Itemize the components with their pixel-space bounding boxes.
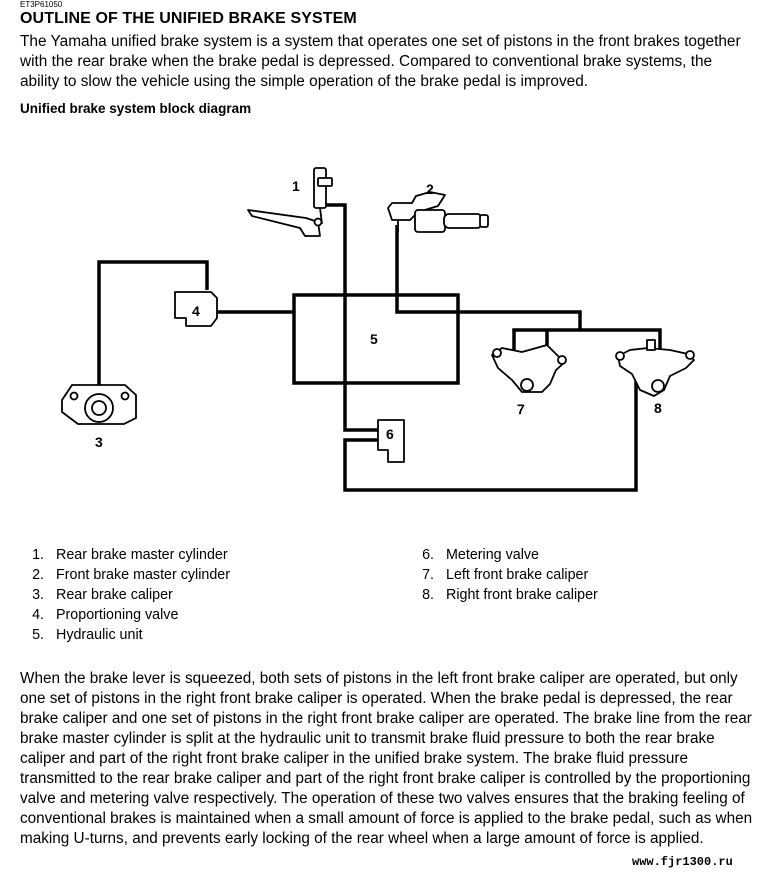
- legend-item: 8.Right front brake caliper: [422, 587, 598, 603]
- callout-8: 8: [654, 400, 662, 416]
- line-proportioning-to-rear-caliper: [97, 260, 209, 390]
- diagram-title: Unified brake system block diagram: [20, 101, 252, 116]
- callout-6: 6: [386, 426, 394, 442]
- right-front-brake-caliper-icon: [615, 339, 695, 397]
- line-front-master: [395, 225, 582, 330]
- legend-right: 6.Metering valve 7.Left front brake cali…: [410, 545, 598, 605]
- watermark: www.fjr1300.ru: [632, 855, 733, 869]
- page-title: OUTLINE OF THE UNIFIED BRAKE SYSTEM: [20, 10, 357, 27]
- line-left-front-caliper: [512, 328, 662, 355]
- document-code: ET3P61050: [20, 0, 63, 9]
- body-paragraph: When the brake lever is squeezed, both s…: [20, 670, 753, 847]
- legend-left: 1.Rear brake master cylinder 2.Front bra…: [20, 545, 230, 645]
- legend-item: 4.Proportioning valve: [32, 607, 179, 623]
- callout-5: 5: [370, 331, 378, 347]
- callout-7: 7: [517, 401, 525, 417]
- metering-valve-icon: [377, 419, 405, 463]
- line-metering-to-right-caliper: [343, 372, 638, 492]
- legend-item: 3.Rear brake caliper: [32, 587, 173, 603]
- callout-2: 2: [426, 181, 434, 197]
- legend-item: 1.Rear brake master cylinder: [32, 547, 228, 563]
- front-brake-master-cylinder-icon: [387, 191, 489, 233]
- callout-1: 1: [292, 178, 300, 194]
- rear-brake-master-cylinder-icon: [247, 167, 333, 237]
- brake-lines: [97, 203, 662, 492]
- proportioning-valve-icon: [174, 291, 218, 327]
- legend-item: 5.Hydraulic unit: [32, 627, 143, 643]
- brake-system-diagram: 1 2 3 4 5 6 7 8: [61, 167, 695, 492]
- intro-paragraph: The Yamaha unified brake system is a sys…: [20, 33, 741, 90]
- left-front-brake-caliper-icon: [491, 344, 567, 393]
- rear-brake-caliper-icon: [61, 384, 137, 425]
- line-rear-master-to-metering: [322, 203, 378, 432]
- legend-item: 7.Left front brake caliper: [422, 567, 589, 583]
- legend-item: 6.Metering valve: [422, 547, 539, 563]
- hydraulic-unit-box: [292, 293, 460, 385]
- callout-3: 3: [95, 434, 103, 450]
- callout-4: 4: [192, 303, 200, 319]
- legend-item: 2.Front brake master cylinder: [32, 567, 231, 583]
